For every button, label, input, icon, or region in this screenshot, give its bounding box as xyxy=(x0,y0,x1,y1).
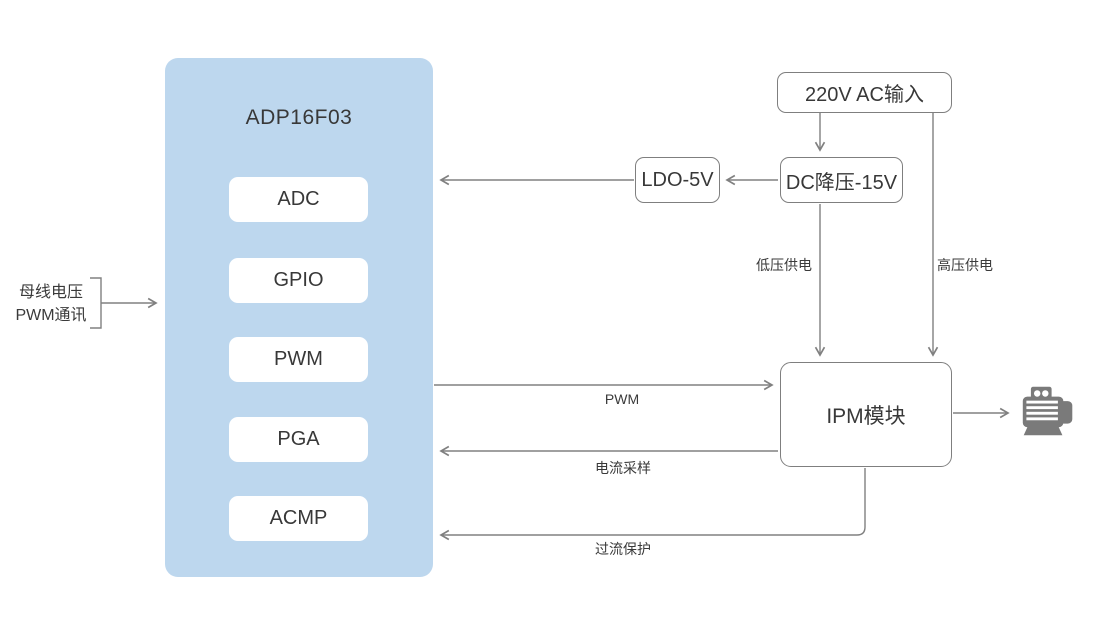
current-sampling-label: 电流采样 xyxy=(595,460,651,476)
node-dc-buck: DC降压-15V xyxy=(780,157,903,203)
chip-title: ADP16F03 xyxy=(245,106,353,129)
pwm-signal-label: PWM xyxy=(604,391,640,407)
chip-block xyxy=(165,58,433,577)
chip-module-acmp: ACMP xyxy=(229,496,368,541)
low-voltage-supply-label: 低压供电 xyxy=(756,257,812,273)
bus-voltage-label: 母线电压 xyxy=(18,284,83,301)
chip-module-adc: ADC xyxy=(229,177,368,222)
overcurrent-protection-label: 过流保护 xyxy=(595,541,651,557)
node-ac-input: 220V AC输入 xyxy=(777,72,952,113)
chip-module-pwm: PWM xyxy=(229,337,368,382)
pwm-comms-label: PWM通讯 xyxy=(15,307,87,324)
high-voltage-supply-label: 高压供电 xyxy=(937,257,993,273)
bus-input-group: 母线电压 PWM通讯 xyxy=(4,281,98,327)
connector-overcurrent-ipm-to-chip xyxy=(439,468,866,541)
node-ldo: LDO-5V xyxy=(635,157,720,203)
chip-module-pga: PGA xyxy=(229,417,368,462)
motor-icon xyxy=(1022,386,1073,436)
chip-module-gpio: GPIO xyxy=(229,258,368,303)
node-ipm: IPM模块 xyxy=(780,362,952,467)
